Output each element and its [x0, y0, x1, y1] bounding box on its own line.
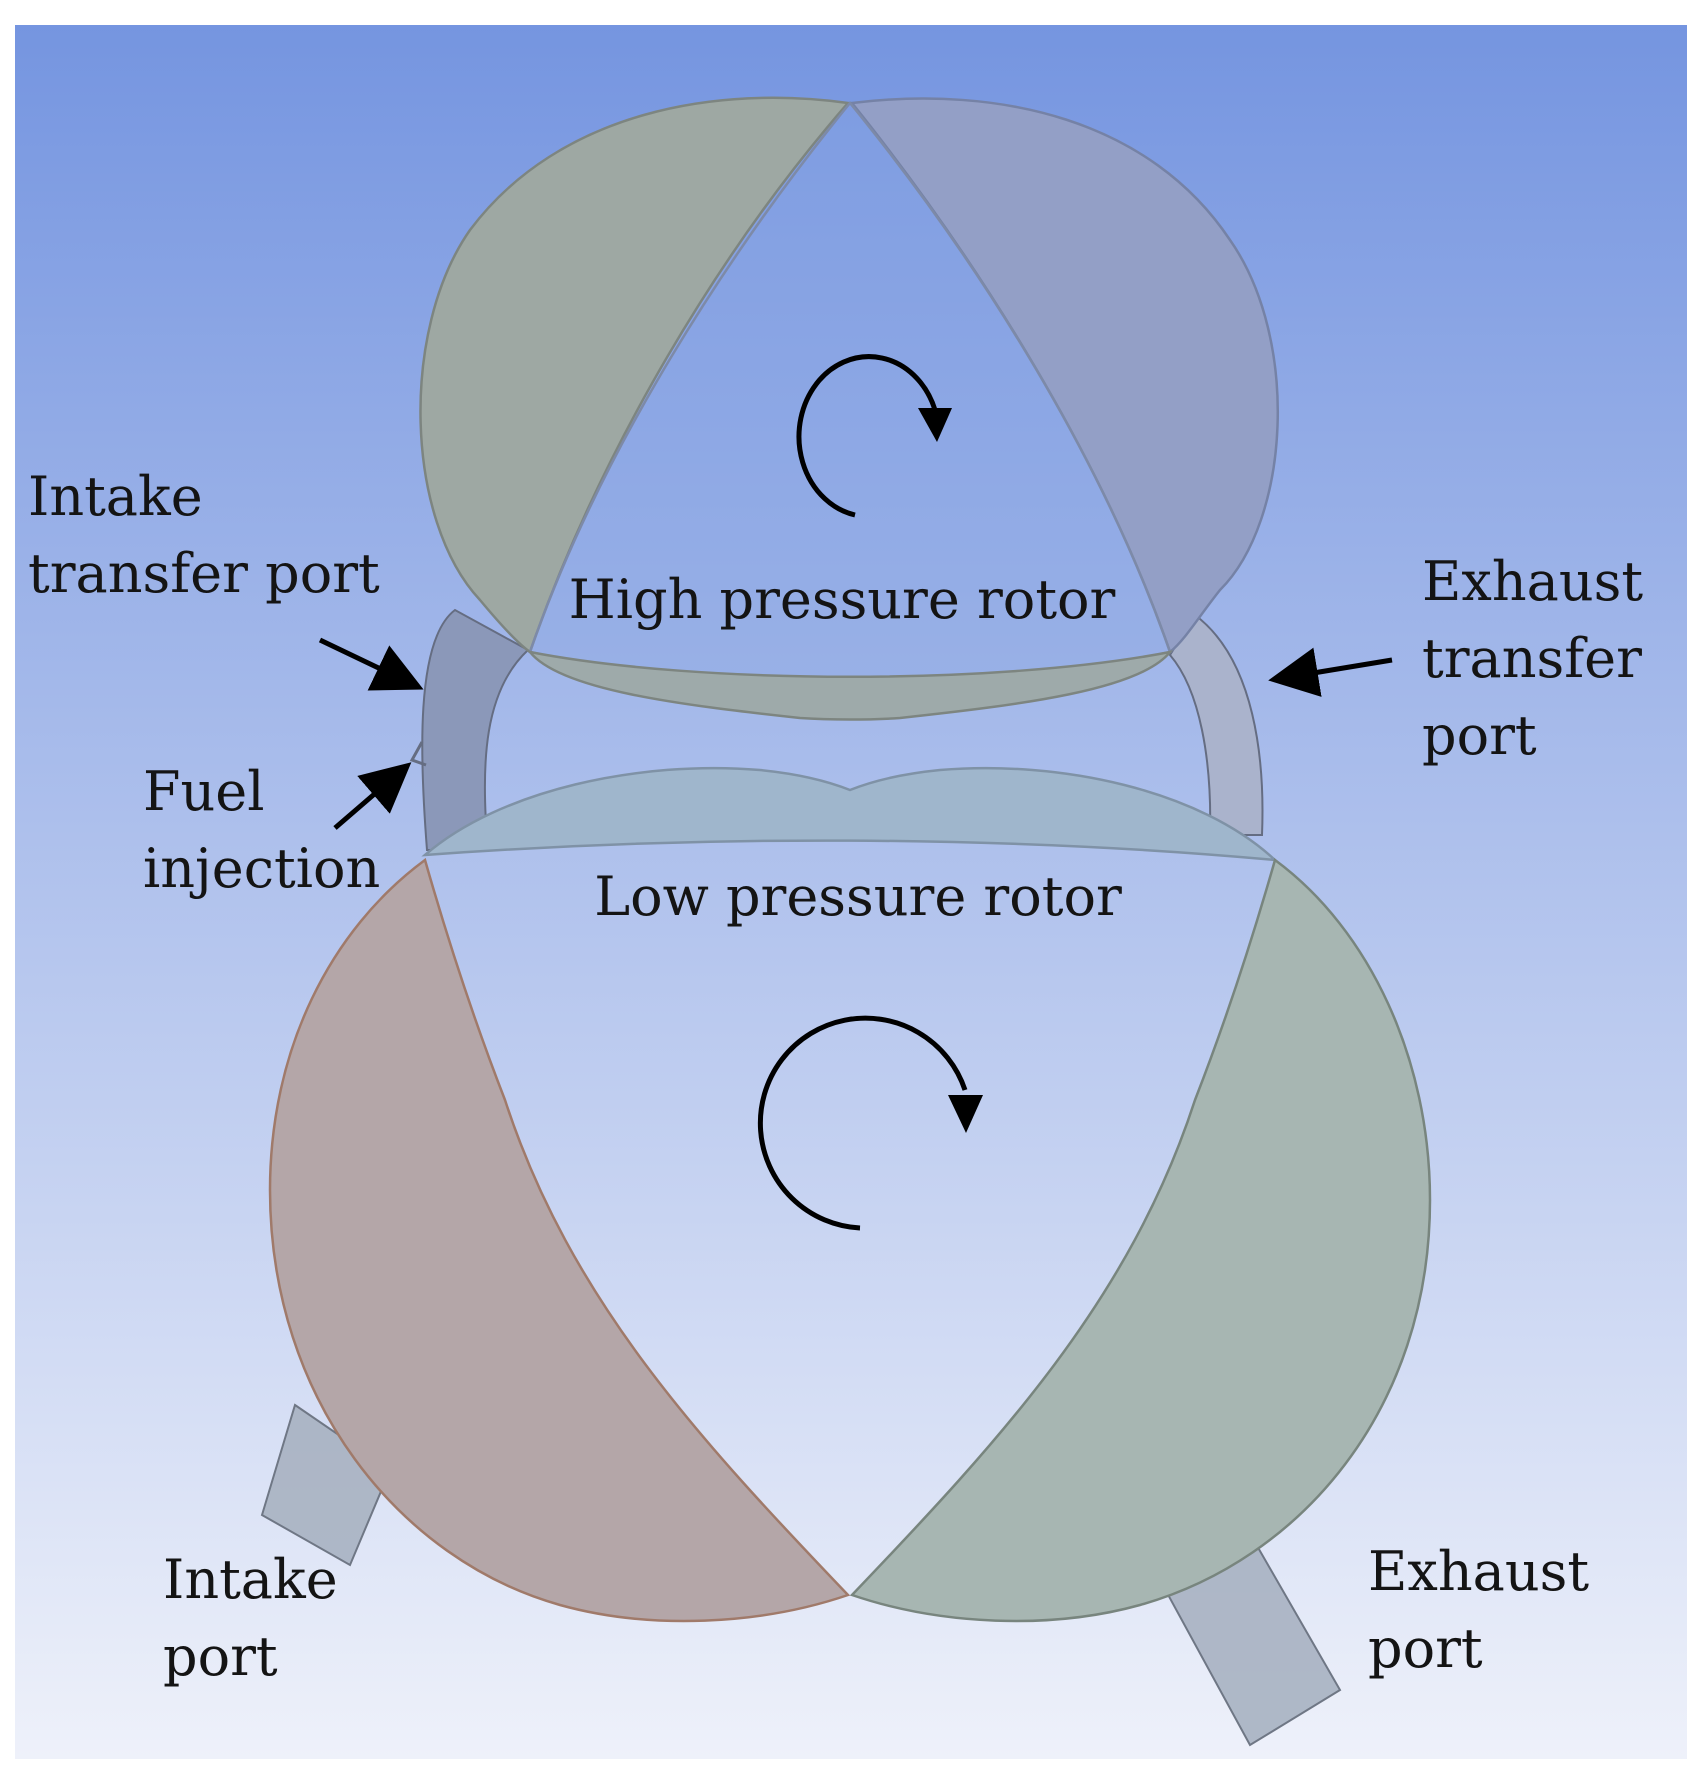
exhaust-transfer-port-passage	[1168, 613, 1264, 836]
lp-top-chamber	[421, 766, 1279, 862]
hp-rotation-arrow-icon	[796, 354, 952, 518]
hp-left-chamber	[419, 96, 851, 654]
lp-right-chamber	[849, 857, 1432, 1623]
exhaust-transfer-port-pointer-icon	[1268, 647, 1393, 697]
intake-transfer-port-pointer-icon	[318, 637, 424, 691]
lp-rotation-arrow-icon	[757, 1015, 983, 1231]
low-pressure-rotor-housing	[268, 766, 1432, 1623]
exhaust-transfer-port-label: Exhaust transfer port	[1422, 550, 1660, 767]
low-pressure-rotor-label: Low pressure rotor	[594, 865, 1122, 928]
fuel-injection-label: Fuel injection	[143, 760, 380, 900]
intake-transfer-port-label: Intake transfer port	[28, 465, 380, 605]
exhaust-port-label: Exhaust port	[1368, 1540, 1606, 1680]
high-pressure-rotor-housing	[419, 96, 1279, 721]
intake-transfer-port-passage	[421, 608, 530, 851]
fuel-injection-pointer-icon	[333, 762, 412, 830]
intake-port-label: Intake port	[163, 1548, 355, 1688]
hp-bottom-chamber	[526, 650, 1174, 721]
fuel-injector-nozzle	[409, 741, 427, 767]
high-pressure-rotor-label: High pressure rotor	[569, 568, 1116, 631]
lp-left-chamber	[268, 857, 851, 1623]
intake-transfer-port	[409, 608, 530, 851]
exhaust-transfer-port	[1168, 613, 1264, 836]
